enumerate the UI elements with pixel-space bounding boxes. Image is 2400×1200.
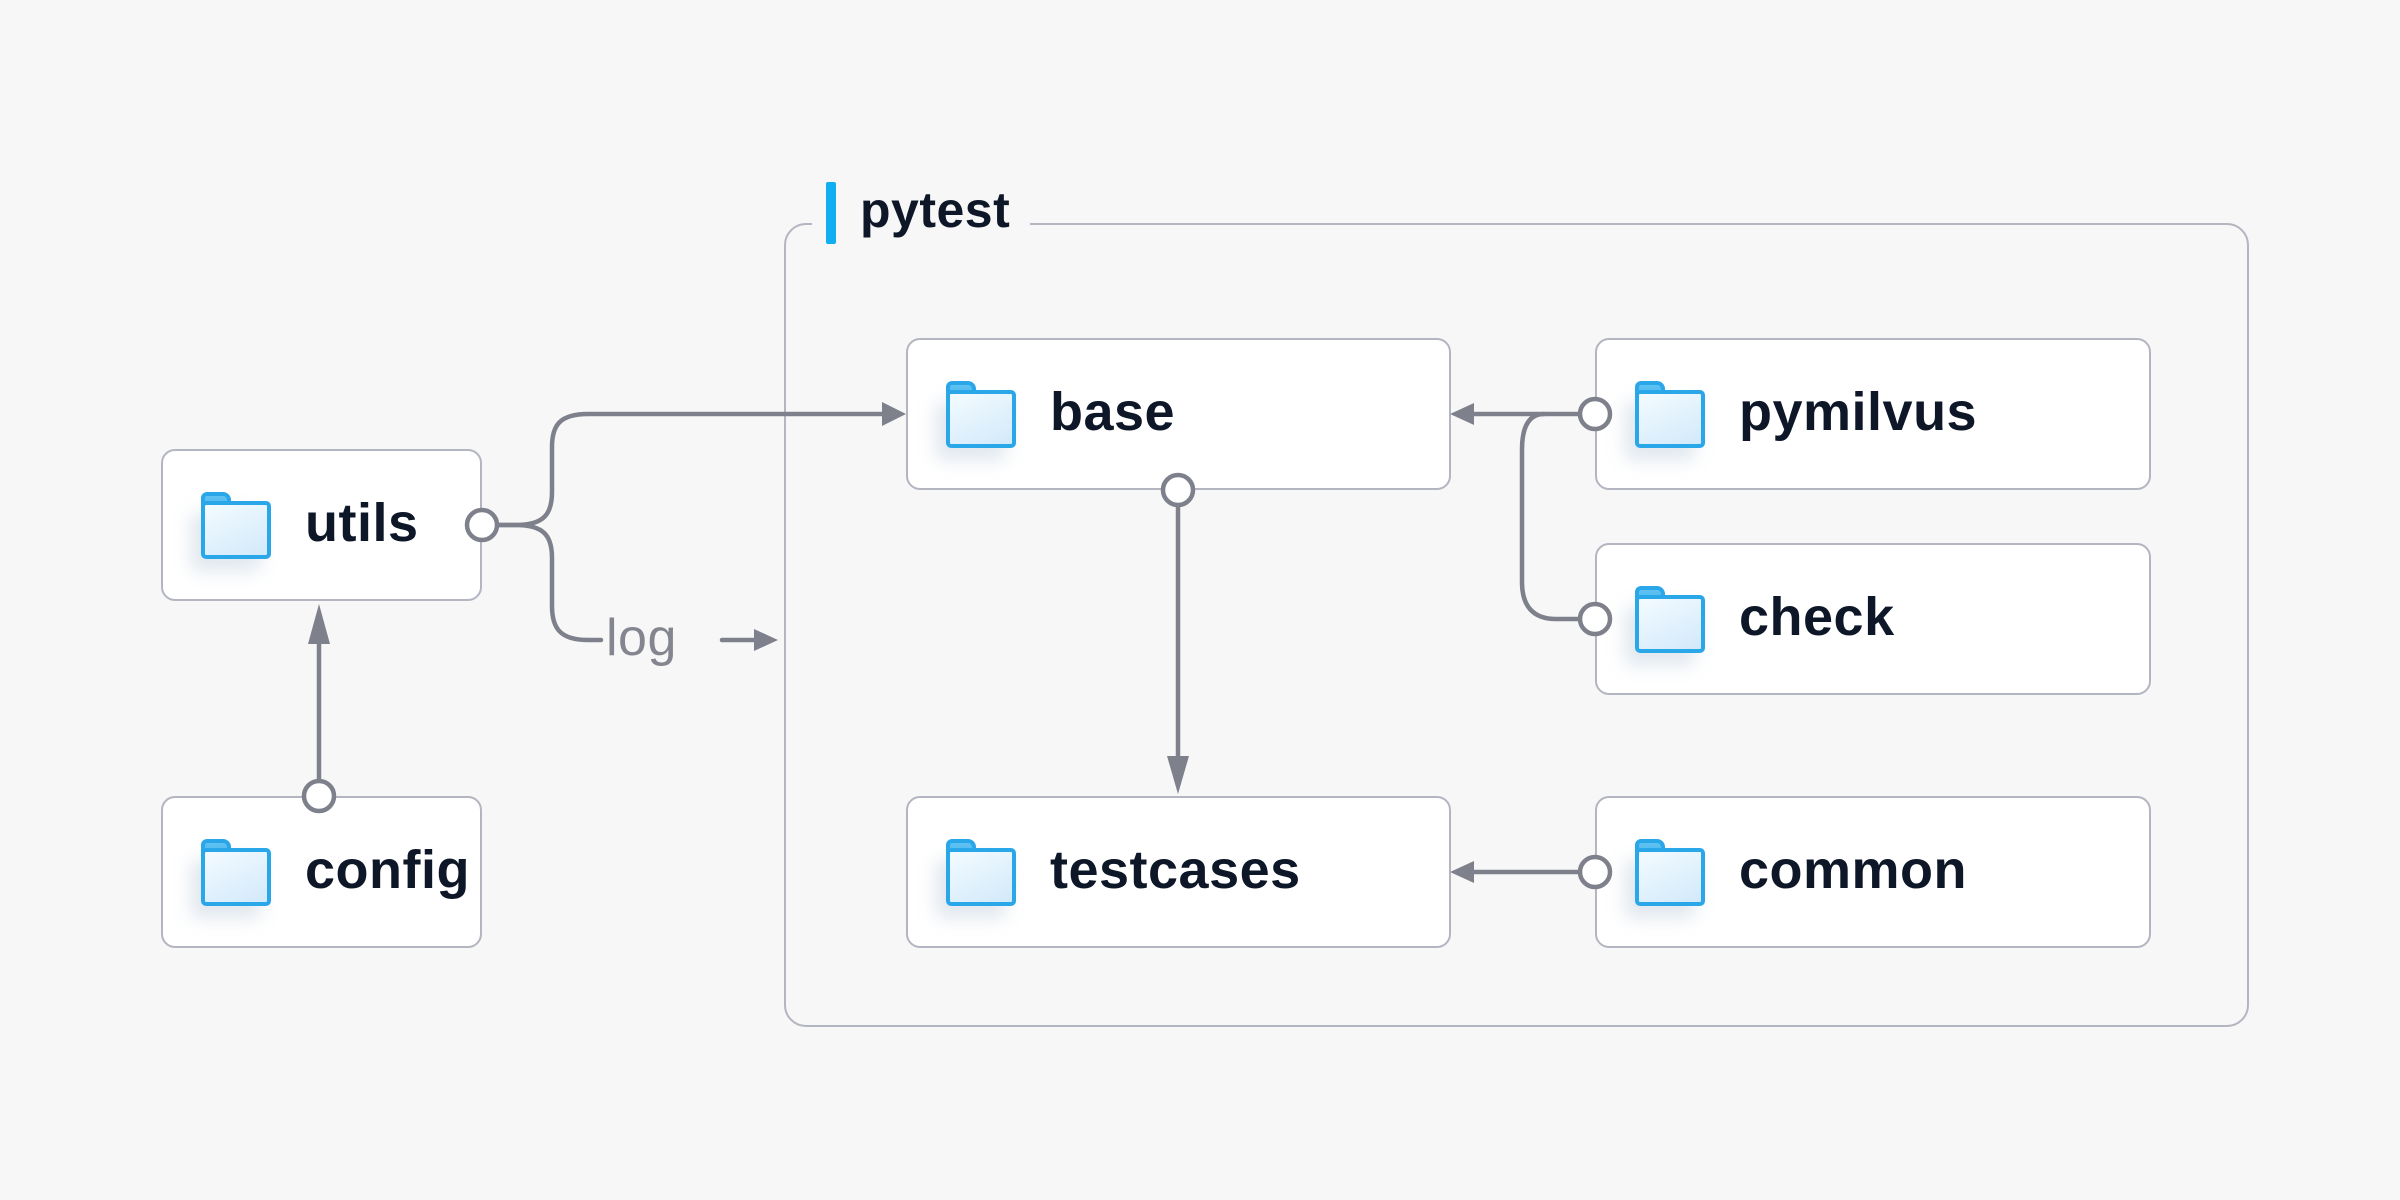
node-pymilvus: pymilvus bbox=[1595, 338, 2151, 490]
connector-circle-check-left bbox=[1577, 601, 1613, 637]
node-common: common bbox=[1595, 796, 2151, 948]
node-config-label: config bbox=[305, 840, 470, 900]
edge-utils-to-log bbox=[495, 522, 604, 643]
node-testcases: testcases bbox=[906, 796, 1451, 948]
arrowhead-into-base-right bbox=[1450, 403, 1474, 425]
arrowhead-into-utils-bottom bbox=[308, 604, 330, 644]
node-config: config bbox=[161, 796, 482, 948]
edge-check-branch bbox=[1519, 411, 1581, 622]
arrowhead-into-testcases-right bbox=[1450, 861, 1474, 883]
accent-bar bbox=[826, 182, 836, 244]
folder-icon bbox=[1635, 839, 1705, 906]
folder-icon bbox=[201, 839, 271, 906]
node-utils: utils bbox=[161, 449, 482, 601]
folder-icon bbox=[946, 381, 1016, 448]
node-testcases-label: testcases bbox=[1050, 840, 1301, 900]
node-common-label: common bbox=[1739, 840, 1968, 900]
pytest-group-frame bbox=[784, 223, 2249, 1027]
arrowhead-into-pytest-border bbox=[754, 629, 778, 651]
pytest-group-label: pytest bbox=[812, 180, 1031, 246]
folder-icon bbox=[201, 492, 271, 559]
connector-circle-utils-right bbox=[464, 507, 500, 543]
folder-icon bbox=[946, 839, 1016, 906]
node-utils-label: utils bbox=[305, 493, 419, 553]
node-base-label: base bbox=[1050, 382, 1176, 442]
edge-label-log: log bbox=[606, 608, 677, 667]
connector-circle-pymilvus-left bbox=[1577, 396, 1613, 432]
folder-icon bbox=[1635, 586, 1705, 653]
edge-utils-to-base bbox=[495, 411, 885, 528]
connector-circle-common-left bbox=[1577, 854, 1613, 890]
arrowhead-into-testcases-top bbox=[1167, 756, 1189, 794]
pytest-group-title: pytest bbox=[860, 182, 1011, 238]
node-pymilvus-label: pymilvus bbox=[1739, 382, 1978, 442]
connector-circle-config-top bbox=[301, 778, 337, 814]
folder-icon bbox=[1635, 381, 1705, 448]
node-check: check bbox=[1595, 543, 2151, 695]
arrowhead-into-base-left bbox=[882, 402, 906, 426]
node-check-label: check bbox=[1739, 587, 1895, 647]
node-base: base bbox=[906, 338, 1451, 490]
connector-circle-base-bottom bbox=[1160, 472, 1196, 508]
